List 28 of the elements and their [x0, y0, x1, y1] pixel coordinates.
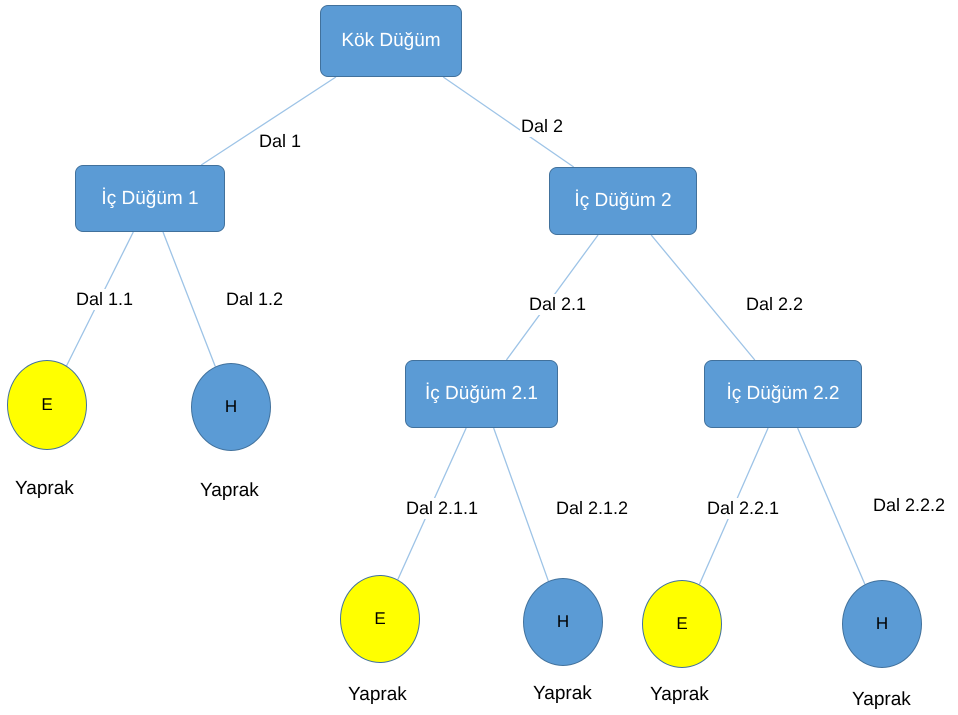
leaf-caption: Yaprak [348, 684, 407, 706]
connector-line [797, 428, 866, 584]
edge-label: Dal 1.1 [75, 289, 134, 310]
leaf-circle: E [340, 575, 420, 663]
connector-line [442, 76, 574, 168]
leaf-circle: H [191, 363, 271, 451]
edge-label: Dal 2 [520, 116, 564, 137]
connector-line [650, 234, 756, 360]
connector-line [493, 428, 549, 582]
edge-label: Dal 2.1.1 [405, 498, 480, 519]
node-box: Kök Düğüm [320, 5, 462, 77]
leaf-circle: E [7, 360, 87, 450]
leaf-caption: Yaprak [852, 689, 911, 711]
leaf-caption: Yaprak [15, 478, 74, 500]
connector-line [162, 232, 216, 367]
leaf-circle: E [642, 580, 722, 668]
connector-line [200, 76, 336, 166]
edge-label: Dal 2.1 [528, 294, 588, 315]
leaf-caption: Yaprak [650, 684, 709, 706]
leaf-circle: H [842, 580, 922, 668]
node-box: İç Düğüm 1 [75, 165, 225, 232]
node-box: İç Düğüm 2.1 [405, 360, 558, 428]
leaf-caption: Yaprak [200, 480, 259, 502]
edge-label: Dal 2.2.1 [706, 498, 780, 519]
leaf-circle: H [523, 578, 603, 666]
leaf-caption: Yaprak [533, 683, 592, 705]
node-box: İç Düğüm 2.2 [704, 360, 862, 428]
node-box: İç Düğüm 2 [549, 167, 697, 235]
